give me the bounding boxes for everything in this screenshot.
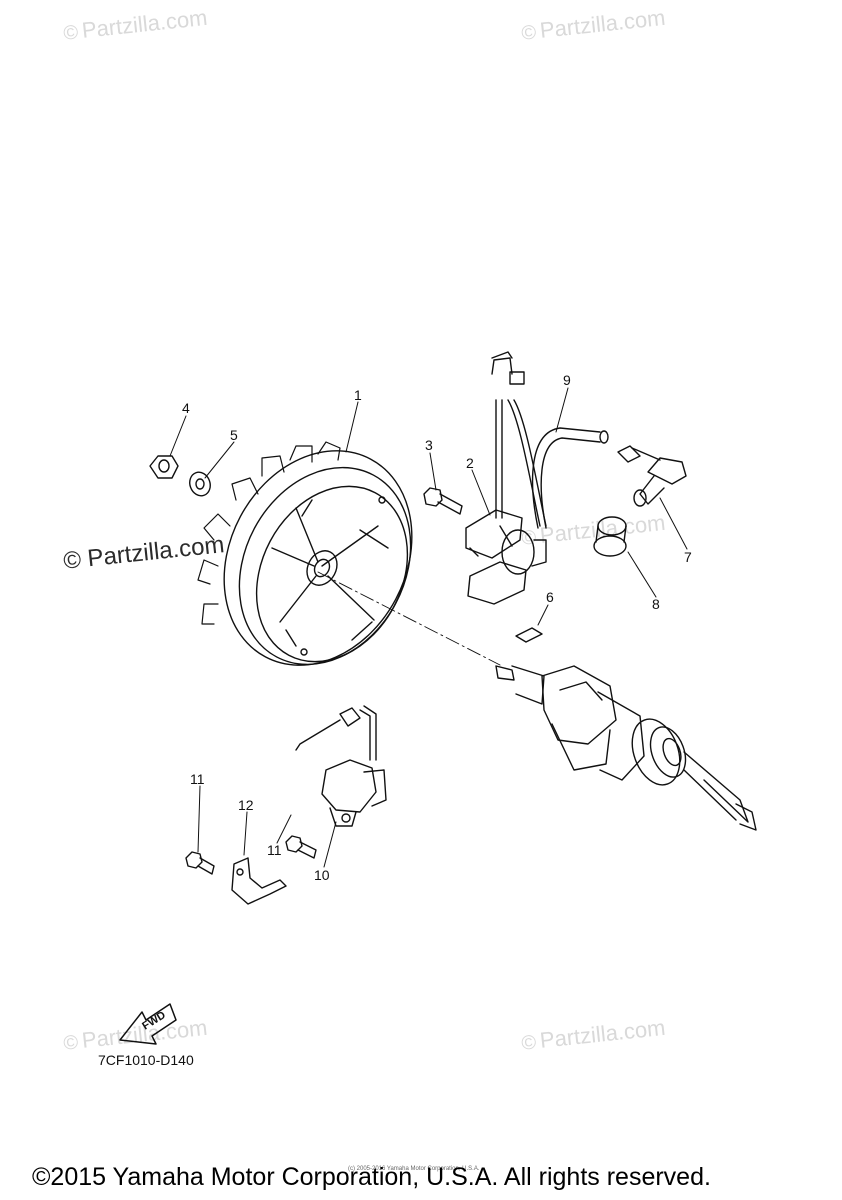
screw-right xyxy=(285,835,317,859)
charge-coil xyxy=(295,705,387,827)
callout-5: 5 xyxy=(230,427,238,443)
pulser-coil xyxy=(465,509,547,605)
callout-3: 3 xyxy=(425,437,433,453)
leader-lines xyxy=(169,387,688,868)
wire-harness xyxy=(491,351,547,527)
washer xyxy=(189,471,211,497)
nut xyxy=(149,455,179,479)
callout-4: 4 xyxy=(182,400,190,416)
screw-left xyxy=(185,851,215,875)
copyright-notice: ©2015 Yamaha Motor Corporation, U.S.A. A… xyxy=(32,1163,711,1191)
callout-11-right: 11 xyxy=(267,842,282,858)
callout-1: 1 xyxy=(354,387,362,403)
callout-9: 9 xyxy=(563,372,571,388)
callout-7: 7 xyxy=(684,549,692,565)
fine-print: (c) 2005-2016 Yamaha Motor Corporation, … xyxy=(348,1166,480,1172)
callout-6: 6 xyxy=(546,589,554,605)
callout-2: 2 xyxy=(466,455,474,471)
plug-cap xyxy=(633,457,687,507)
centerline xyxy=(317,571,501,666)
crankshaft xyxy=(495,665,757,831)
callout-10: 10 xyxy=(314,867,330,883)
woodruff-key xyxy=(515,627,543,643)
bolt xyxy=(423,487,463,515)
high-tension-cord xyxy=(531,427,661,529)
callout-8: 8 xyxy=(652,596,660,612)
diagram-code: 7CF1010-D140 xyxy=(98,1052,194,1068)
callout-11-left: 11 xyxy=(190,771,205,787)
callout-12: 12 xyxy=(238,797,254,813)
flywheel xyxy=(197,441,413,666)
lead-wire-holder xyxy=(231,857,287,905)
grommet xyxy=(593,516,627,557)
fwd-arrow: FWD xyxy=(119,1003,177,1045)
